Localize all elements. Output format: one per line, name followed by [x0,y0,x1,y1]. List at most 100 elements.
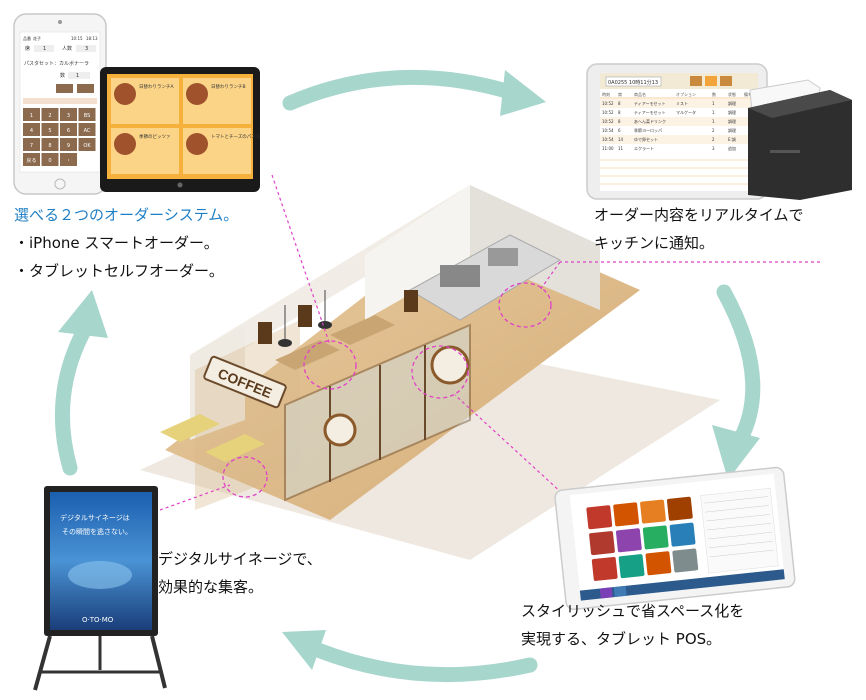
kitchen-cell: マルゲータ [676,109,696,115]
svg-text:花子: 花子 [33,35,41,41]
kitchen-line1: オーダー内容をリアルタイムで [594,206,804,224]
menu-photo [186,133,208,155]
keypad-key-label: AC [84,128,91,134]
kitchen-cell: 調理 [728,127,736,133]
kitchen-line2: キッチンに通知。 [594,234,714,252]
phone-row1: 品番 [23,35,31,41]
order-system-title: 選べる２つのオーダーシステム。 [14,206,238,224]
pos-product-tile [592,557,618,581]
coffee-badge [432,347,468,383]
svg-text:人数: 人数 [62,45,72,52]
kitchen-col-header: 席 [618,91,622,97]
kitchen-cell: 14 [618,137,624,142]
arrow-top-head [500,70,546,116]
kitchen-cell: ティアーモセット [634,109,666,115]
signage-headline1: デジタルサイネージは [60,513,130,522]
self-order-tablet: 日替わりランチA日替わりランチB季節のピッツァトマトとチーズのパスタ [100,67,260,192]
svg-text:3: 3 [85,46,88,52]
keypad-key-label: 3 [67,113,70,119]
keypad-key-label: 0 [48,158,51,164]
kitchen-col-header: 商品名 [634,91,646,97]
svg-text:席: 席 [25,45,30,52]
order-system-line2: ・タブレットセルフオーダー。 [14,262,224,280]
kitchen-cell: 11 [618,146,624,151]
signage-line2: 効果的な集客。 [158,578,263,596]
svg-text:18:13: 18:13 [86,36,98,41]
arrow-right [724,292,753,440]
svg-text:10:15: 10:15 [71,36,83,41]
pos-product-tile [669,522,695,546]
pos-caption: スタイリッシュで省スペース化を 実現する、タブレット POS。 [521,597,744,653]
keypad-key-label: 2 [48,113,51,119]
kitchen-cell: 10:54 [602,128,614,133]
pos-product-tile [613,502,639,526]
keypad-key-label: 5 [48,128,51,134]
kitchen-cell: 10:52 [602,110,614,115]
keypad-key-label: 4 [30,128,33,134]
kitchen-cell: ゆで卵セット [634,136,658,142]
kitchen-cell: 10:52 [602,119,614,124]
arrow-bottom [318,650,530,675]
digital-signage: デジタルサイネージは その瞬間を逃さない。 O·TO·MO [35,486,165,690]
menu-item-name: 日替わりランチA [139,83,174,90]
kitchen-cell: ミスト [676,101,688,106]
pos-product-tile [618,554,644,578]
kitchen-cell: 調理 [728,118,736,124]
menu-photo [114,133,136,155]
kitchen-cell: 季節ヨーロッパ [634,127,662,133]
iphone-device: 品番 花子 10:15 18:13 席 1 人数 3 パスタセット：カルボナーラ… [14,14,106,194]
tablet-pos [554,467,795,610]
arrow-top [290,77,510,103]
kitchen-cell: エクラート [634,145,654,151]
kitchen-cell: 10:52 [602,101,614,106]
signage-caption: デジタルサイネージで、 効果的な集客。 [158,545,322,601]
keypad-key-label: OK [83,143,91,149]
keypad-key-label: ・ [66,158,71,164]
pos-product-tile [667,497,693,521]
phone-minus-button [56,84,73,93]
keypad-key-label: 7 [30,143,33,149]
pos-product-tile [640,499,666,523]
kitchen-cell: あへん菜ドリンク [634,118,666,124]
pos-product-tile [589,531,615,555]
kitchen-cell: 10:54 [602,137,614,142]
kitchen-cell: 調理 [728,109,736,115]
svg-text:1: 1 [43,46,46,52]
kitchen-col-header: 数 [712,91,716,97]
keypad-key-label: 6 [67,128,70,134]
menu-item-name: 日替わりランチB [211,83,246,90]
pos-order-panel [701,488,779,573]
menu-item-name: トマトとチーズのパスタ [211,133,260,140]
signage-line1: デジタルサイネージで、 [158,550,322,568]
keypad-key-label: 1 [30,113,33,119]
order-system-line1: ・iPhone スマートオーダー。 [14,234,219,252]
pos-product-tile [586,505,612,529]
kitchen-caption: オーダー内容をリアルタイムで キッチンに通知。 [594,201,804,257]
receipt-printer [748,80,852,200]
arrow-left-head [58,290,108,338]
kitchen-cell: 追加 [728,145,736,151]
pos-line1: スタイリッシュで省スペース化を [521,602,744,620]
pos-product-tile [645,551,671,575]
kitchen-col-header: オプション [676,91,696,97]
kitchen-cell: 調理 [728,100,736,106]
kitchen-cell: ティアーモセット [634,100,666,106]
svg-text:1: 1 [76,73,79,79]
signage-brand: O·TO·MO [82,616,114,624]
kitchen-cell: E:調 [728,136,736,142]
pos-product-tile [672,548,698,572]
signage-headline2: その瞬間を逃さない。 [62,527,132,536]
kitchen-header: 0A0255 10時11分13 [608,79,658,86]
pos-product-tile [643,525,669,549]
pos-line2: 実現する、タブレット POS。 [521,630,721,648]
phone-plus-button [77,84,94,93]
kitchen-equipment [440,265,480,287]
keypad-key-label: 8 [48,143,51,149]
kitchen-cell: 11:00 [602,146,614,151]
menu-photo [114,83,136,105]
keypad-key-label: 戻る [26,157,36,164]
keypad-key-label: 9 [67,143,70,149]
arrow-left [62,320,90,468]
